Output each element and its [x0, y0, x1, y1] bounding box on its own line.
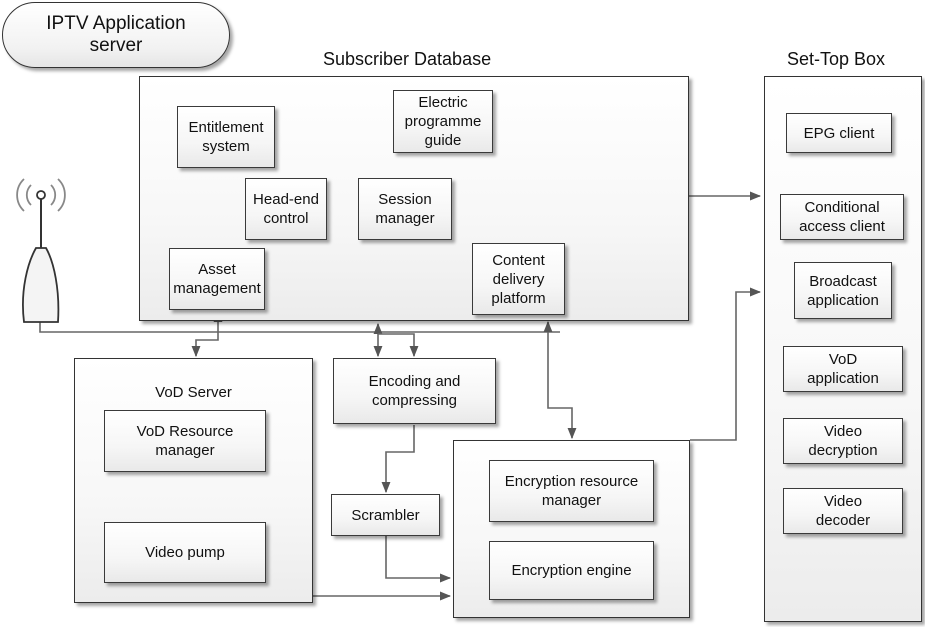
bus-to-vod-server-arrow — [191, 332, 219, 358]
session-manager: Session manager — [358, 178, 452, 240]
video-decryption: Video decryption — [783, 418, 903, 464]
subscriber-database-title: Subscriber Database — [323, 49, 492, 69]
antenna-icon — [16, 178, 66, 323]
broadcast-application: Broadcast application — [794, 262, 892, 319]
vod-application: VoD application — [783, 346, 903, 392]
scrambler-to-encryption-arrow — [385, 536, 452, 583]
encryption-engine: Encryption engine — [489, 541, 654, 600]
video-pump: Video pump — [104, 522, 266, 583]
conditional-access-client: Conditional access client — [780, 194, 904, 240]
db-encoding-arrow-2 — [378, 333, 419, 358]
vod-resource-manager: VoD Resource manager — [104, 410, 266, 472]
encryption-to-settop-arrow — [690, 287, 762, 441]
encoding-and-compressing: Encoding and compressing — [333, 358, 496, 424]
video-decoder: Video decoder — [783, 488, 903, 534]
encoding-to-scrambler-arrow — [381, 425, 415, 494]
epg-client: EPG client — [786, 113, 892, 153]
content-delivery-platform: Content delivery platform — [472, 243, 565, 315]
iptv-application-server: IPTV Application server — [2, 2, 230, 68]
asset-management: Asset management — [169, 248, 265, 310]
entitlement-system: Entitlement system — [177, 106, 275, 168]
electric-programme-guide: Electric programme guide — [393, 90, 493, 153]
cdp-encryption-arrow — [543, 320, 577, 440]
head-end-control: Head-end control — [245, 178, 327, 240]
antenna-bus-line — [39, 322, 560, 333]
vod-server-title: VoD Server — [155, 383, 232, 401]
encryption-resource-manager: Encryption resource manager — [489, 460, 654, 522]
scrambler: Scrambler — [331, 494, 440, 536]
set-top-box-title: Set-Top Box — [787, 49, 886, 69]
